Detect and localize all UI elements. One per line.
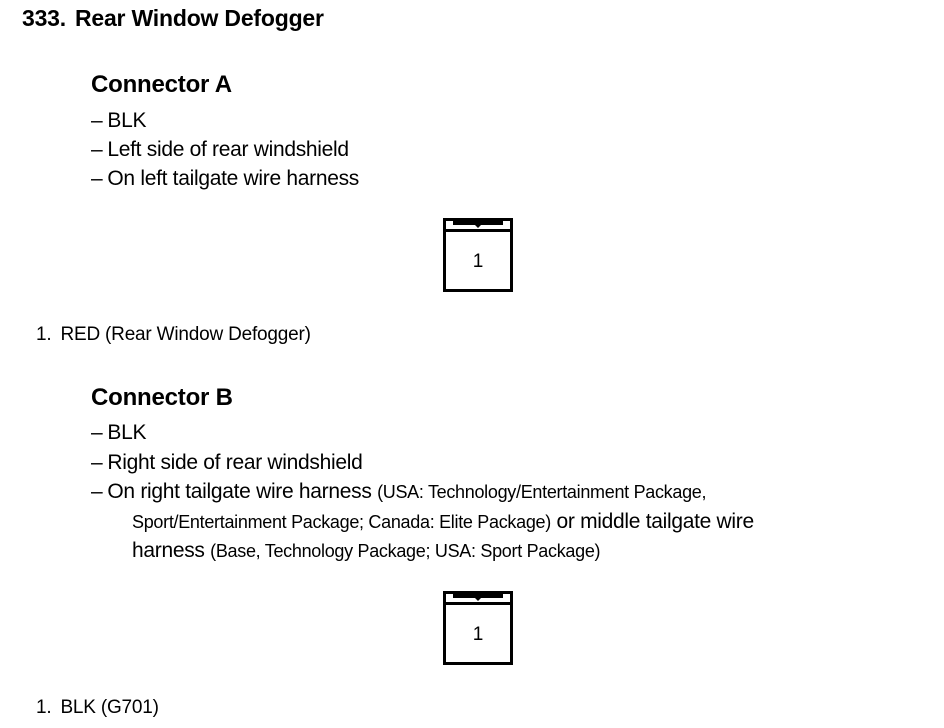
section-number: 333. <box>22 5 66 31</box>
single-pin-connector-icon: 1 <box>443 218 513 292</box>
connector-b-detail-harness-line1: –On right tailgate wire harness (USA: Te… <box>91 480 707 503</box>
connector-a-heading: Connector A <box>91 71 232 98</box>
connector-b-detail-harness-line2: Sport/Entertainment Package; Canada: Eli… <box>132 510 754 533</box>
connector-a-detail-location: –Left side of rear windshield <box>91 138 349 161</box>
connector-a-pin-1: 1.RED (Rear Window Defogger) <box>36 324 311 345</box>
connector-a-detail-harness: –On left tailgate wire harness <box>91 167 359 190</box>
connector-a-detail-color: –BLK <box>91 109 147 132</box>
connector-a-cavity-label: 1 <box>472 251 484 272</box>
connector-b-cavity-label: 1 <box>472 624 484 645</box>
section-title: 333. Rear Window Defogger <box>22 5 324 32</box>
single-pin-connector-icon: 1 <box>443 591 513 665</box>
section-title-text: Rear Window Defogger <box>74 5 324 31</box>
connector-b-detail-location: –Right side of rear windshield <box>91 451 363 474</box>
connector-b-detail-harness-line3: harness (Base, Technology Package; USA: … <box>132 539 601 562</box>
connector-b-pin-1: 1.BLK (G701) <box>36 697 159 718</box>
connector-b-detail-color: –BLK <box>91 421 147 444</box>
connector-b-heading: Connector B <box>91 384 233 411</box>
